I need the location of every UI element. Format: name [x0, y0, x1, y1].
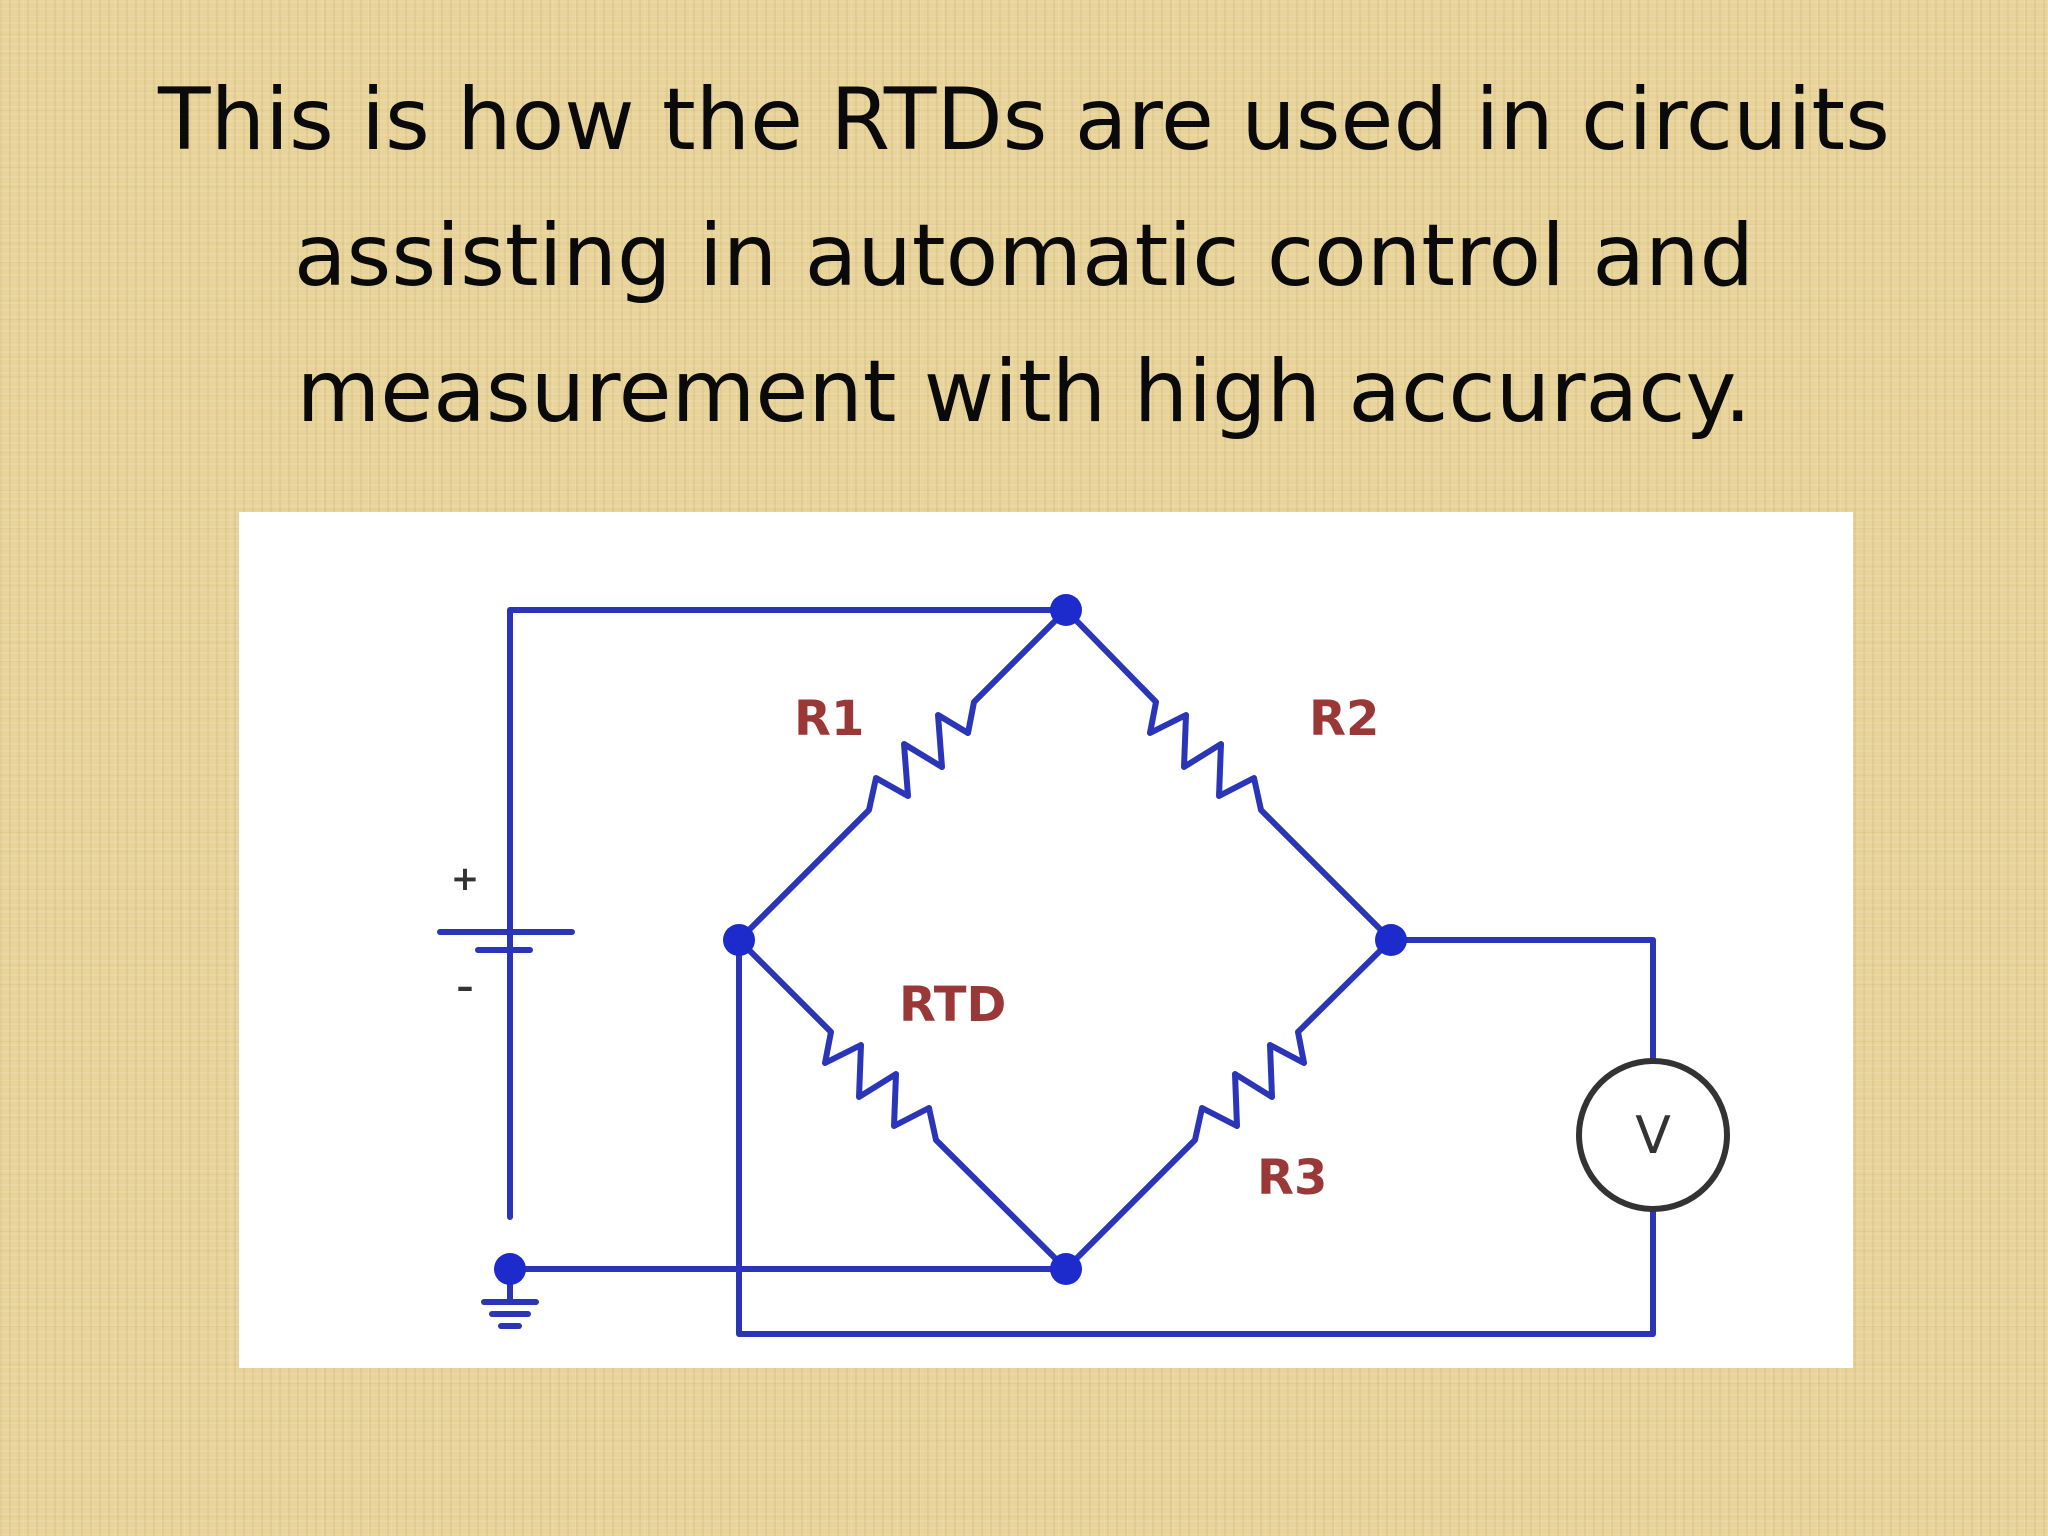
voltmeter: V — [1576, 1058, 1730, 1212]
label-r2: R2 — [1309, 691, 1379, 747]
voltmeter-ring — [1576, 1058, 1730, 1212]
junction-left — [723, 924, 755, 956]
junction-right — [1375, 924, 1407, 956]
resistor-r3 — [1063, 937, 1394, 1272]
ground-icon — [481, 1299, 539, 1329]
wire-meter-loop — [736, 937, 1656, 1337]
circuit-diagram-panel: + – V R1 R2 RTD R3 — [239, 512, 1853, 1368]
battery-positive-label: + — [451, 859, 480, 899]
wire-right-to-meter — [1388, 937, 1656, 1063]
resistor-rtd — [736, 937, 1069, 1272]
battery-negative-label: – — [457, 967, 474, 1007]
battery-symbol — [437, 929, 575, 953]
junction-ground — [494, 1253, 526, 1285]
junction-top — [1050, 594, 1082, 626]
label-r3: R3 — [1257, 1150, 1327, 1206]
resistor-r2 — [1063, 607, 1394, 943]
junction-bottom — [1050, 1253, 1082, 1285]
label-rtd: RTD — [899, 977, 1006, 1033]
wheatstone-bridge-diagram: + – V R1 R2 RTD R3 — [437, 594, 1730, 1337]
slide-title: This is how the RTDs are used in circuit… — [158, 70, 1890, 442]
label-r1: R1 — [794, 691, 864, 747]
wire-top-supply — [507, 607, 1069, 1220]
voltmeter-label: V — [1635, 1106, 1671, 1166]
resistor-r1 — [736, 607, 1069, 943]
